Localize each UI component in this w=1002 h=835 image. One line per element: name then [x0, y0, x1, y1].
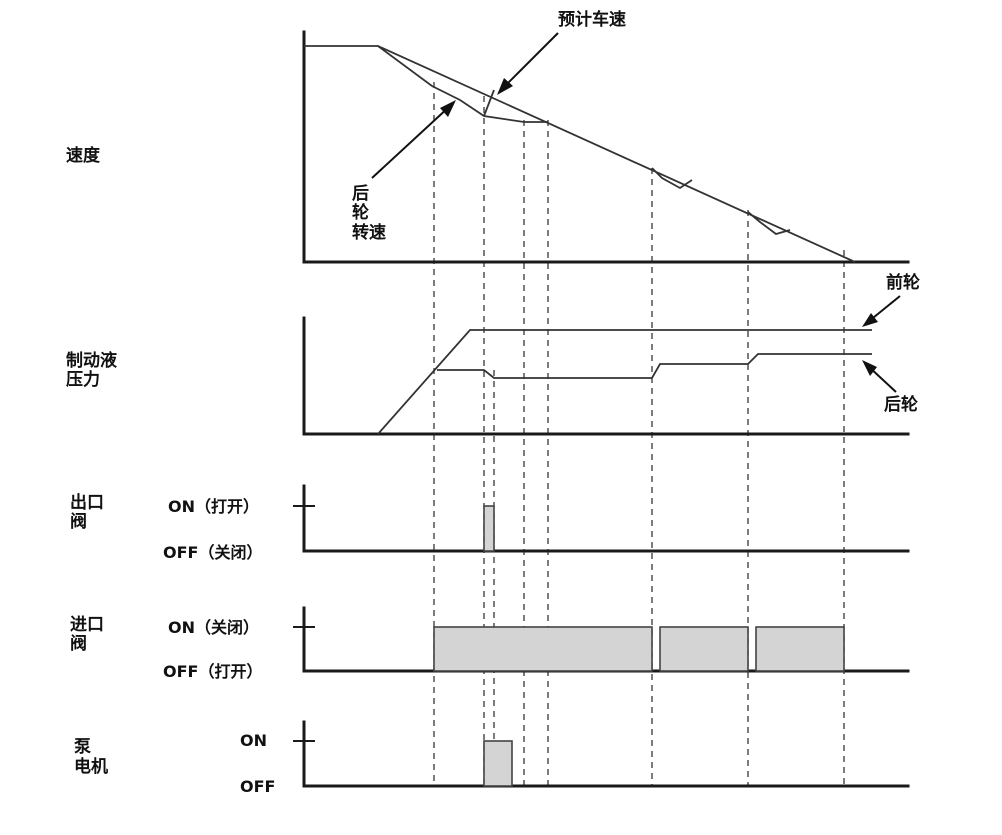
outlet-valve-panel: 出口 阀 ON（打开） OFF（关闭）	[70, 484, 910, 562]
inlet-valve-off-state: OFF（打开）	[163, 662, 262, 681]
outlet-valve-off-state: OFF（关闭）	[163, 543, 262, 562]
inlet-valve-label-1: 进口	[70, 615, 104, 635]
inlet-valve-pulse-3	[755, 626, 845, 672]
rear-wheel-arrowhead	[862, 360, 877, 376]
inlet-valve-panel: 进口 阀 ON（关闭） OFF（打开）	[70, 606, 910, 681]
pump-motor-label-2: 电机	[74, 756, 108, 777]
outlet-valve-label-2: 阀	[70, 511, 87, 532]
brake-pressure-label-1: 制动液	[66, 350, 117, 371]
predicted-speed-line	[304, 45, 856, 263]
pump-motor-label-1: 泵	[74, 737, 91, 757]
pressure-axes	[302, 316, 910, 436]
outlet-valve-label-1: 出口	[70, 492, 104, 513]
outlet-valve-axes	[302, 484, 910, 553]
rear-wheel-speed-dip-3	[747, 211, 791, 235]
brake-pressure-label-2: 压力	[66, 369, 100, 390]
speed-axes	[302, 30, 910, 264]
inlet-valve-on-state: ON（关闭）	[168, 618, 259, 637]
front-wheel-arrowhead	[862, 313, 878, 327]
brake-pressure-panel: 制动液 压力 前轮 后轮	[66, 272, 920, 436]
outlet-valve-on-state: ON（打开）	[168, 497, 259, 516]
rear-wheel-speed-label-1: 后	[352, 184, 369, 204]
inlet-valve-pulse-2	[659, 626, 749, 672]
predicted-speed-arrowhead	[497, 78, 513, 95]
predicted-speed-arrow	[502, 32, 559, 89]
pump-motor-on-pulse	[483, 740, 513, 787]
front-wheel-label: 前轮	[886, 272, 920, 293]
rear-wheel-speed-dip-2	[651, 167, 693, 190]
rear-wheel-speed-arrowhead	[440, 100, 456, 117]
rear-wheel-speed-curve	[377, 45, 548, 123]
pump-motor-on-state: ON	[240, 731, 267, 750]
rear-wheel-speed-label-3: 转速	[352, 222, 386, 243]
inlet-valve-label-2: 阀	[70, 633, 87, 654]
rear-wheel-speed-recovery-1	[483, 89, 495, 117]
pump-motor-off-state: OFF	[240, 777, 275, 796]
rear-wheel-speed-arrow	[371, 105, 451, 179]
front-wheel-pressure-line	[377, 329, 872, 435]
pump-motor-axes	[302, 720, 910, 788]
pump-motor-panel: 泵 电机 ON OFF	[74, 720, 910, 796]
outlet-valve-on-pulse	[483, 505, 495, 552]
predicted-speed-label: 预计车速	[558, 9, 626, 30]
rear-wheel-label: 后轮	[884, 394, 918, 415]
rear-wheel-speed-label-2: 轮	[352, 202, 369, 223]
rear-wheel-pressure-line	[437, 353, 872, 379]
speed-label: 速度	[66, 145, 101, 166]
inlet-valve-pulse-1	[433, 626, 653, 672]
speed-panel: 速度 预计车速 后 轮 转速	[66, 9, 910, 264]
